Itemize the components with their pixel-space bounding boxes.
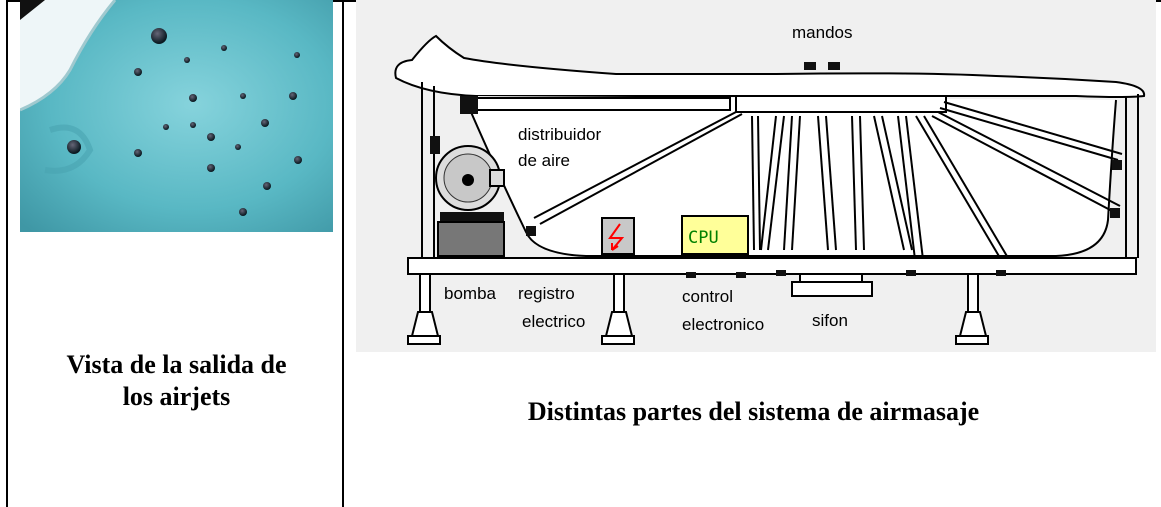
label-registro-2: electrico	[522, 312, 585, 331]
label-mandos: mandos	[792, 23, 852, 42]
label-sifon: sifon	[812, 311, 848, 330]
label-distribuidor-1: distribuidor	[518, 125, 601, 144]
label-bomba: bomba	[444, 284, 497, 303]
label-distribuidor-2: de aire	[518, 151, 570, 170]
label-control-2: electronico	[682, 315, 764, 334]
airmassage-diagram: mandos distribuidor de aire	[356, 0, 1156, 352]
right-caption: Distintas partes del sistema de airmasaj…	[527, 397, 980, 426]
table-middle-border	[342, 0, 344, 507]
cpu-label: CPU	[688, 228, 719, 248]
airjets-photo	[20, 0, 333, 232]
left-caption-line2: los airjets	[122, 382, 231, 411]
label-registro-1: registro	[518, 284, 575, 303]
left-caption: Vista de la salida de los airjets	[20, 349, 333, 413]
table-left-border	[6, 0, 8, 507]
left-caption-line1: Vista de la salida de	[66, 350, 287, 379]
label-control-1: control	[682, 287, 733, 306]
